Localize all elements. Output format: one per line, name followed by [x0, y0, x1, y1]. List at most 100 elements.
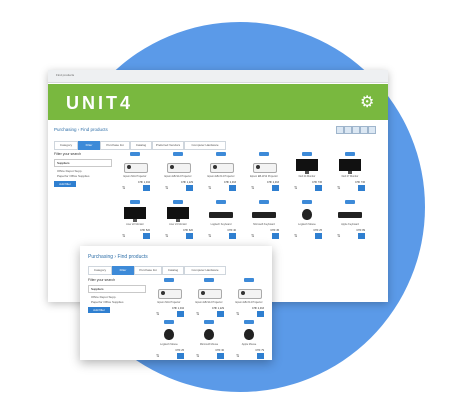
- tab-filter[interactable]: Filter: [78, 141, 100, 150]
- supplier-option[interactable]: Paperfor Office Supplies: [57, 174, 90, 178]
- add-filter-button[interactable]: Add filter: [54, 181, 76, 187]
- quantity-stepper[interactable]: ⇅: [122, 233, 126, 238]
- quantity-stepper[interactable]: ⇅: [251, 233, 255, 238]
- add-to-cart-button[interactable]: [257, 353, 264, 359]
- add-to-cart-button[interactable]: [272, 233, 279, 239]
- product-name[interactable]: Logitech Keyboard: [210, 223, 232, 226]
- product-image[interactable]: [236, 326, 262, 342]
- product-image[interactable]: [337, 206, 363, 222]
- category-select[interactable]: Computer Hardware: [184, 141, 226, 150]
- product-name[interactable]: Epson EB-X14 Projector: [207, 175, 235, 178]
- quantity-stepper[interactable]: ⇅: [156, 353, 160, 358]
- quantity-stepper[interactable]: ⇅: [236, 311, 240, 316]
- compare-icon[interactable]: [244, 320, 254, 324]
- compare-icon[interactable]: [244, 278, 254, 282]
- tab-purchase-list[interactable]: Purchase list: [134, 266, 162, 275]
- supplier-select[interactable]: Suppliers: [54, 159, 112, 167]
- product-name[interactable]: Microsoft Keyboard: [253, 223, 275, 226]
- add-to-cart-button[interactable]: [217, 353, 224, 359]
- tab-category[interactable]: Category: [88, 266, 112, 275]
- quantity-stepper[interactable]: ⇅: [165, 185, 169, 190]
- list-view-icon[interactable]: [344, 126, 352, 134]
- quantity-stepper[interactable]: ⇅: [337, 233, 341, 238]
- supplier-option[interactable]: Paperfor Office Supplies: [91, 300, 124, 304]
- product-image[interactable]: [122, 158, 148, 174]
- compare-icon[interactable]: [164, 320, 174, 324]
- add-filter-button[interactable]: Add filter: [88, 307, 110, 313]
- add-to-cart-button[interactable]: [217, 311, 224, 317]
- quantity-stepper[interactable]: ⇅: [294, 233, 298, 238]
- cart-icon[interactable]: [352, 126, 360, 134]
- compare-icon[interactable]: [345, 152, 355, 156]
- supplier-option[interactable]: Office Depot Supp.: [91, 295, 117, 299]
- add-to-cart-button[interactable]: [143, 185, 150, 191]
- compare-icon[interactable]: [204, 278, 214, 282]
- add-to-cart-button[interactable]: [315, 185, 322, 191]
- product-image[interactable]: [165, 158, 191, 174]
- product-image[interactable]: [337, 158, 363, 174]
- compare-icon[interactable]: [130, 152, 140, 156]
- product-image[interactable]: [208, 158, 234, 174]
- quantity-stepper[interactable]: ⇅: [156, 311, 160, 316]
- compare-icon[interactable]: [259, 152, 269, 156]
- add-to-cart-button[interactable]: [257, 311, 264, 317]
- quantity-stepper[interactable]: ⇅: [165, 233, 169, 238]
- product-name[interactable]: Epson EB-S12 Projector: [164, 175, 192, 178]
- product-name[interactable]: Epson EB-S12 Projector: [195, 301, 223, 304]
- add-to-cart-button[interactable]: [177, 311, 184, 317]
- quantity-stepper[interactable]: ⇅: [122, 185, 126, 190]
- product-image[interactable]: [208, 206, 234, 222]
- product-name[interactable]: Epson Mini Projector: [123, 175, 147, 178]
- add-to-cart-button[interactable]: [186, 185, 193, 191]
- product-name[interactable]: Epson EB-X14 Projector: [235, 301, 263, 304]
- compare-icon[interactable]: [216, 200, 226, 204]
- product-image[interactable]: [156, 326, 182, 342]
- add-to-cart-button[interactable]: [272, 185, 279, 191]
- product-name[interactable]: Dell 24 Monitor: [298, 175, 316, 178]
- add-to-cart-button[interactable]: [229, 233, 236, 239]
- quantity-stepper[interactable]: ⇅: [208, 185, 212, 190]
- product-name[interactable]: Logitech Mouse: [160, 343, 178, 346]
- compare-icon[interactable]: [259, 200, 269, 204]
- product-name[interactable]: Epson EB-W12 Projector: [250, 175, 278, 178]
- product-name[interactable]: Acer 22 Monitor: [126, 223, 144, 226]
- compare-icon[interactable]: [130, 200, 140, 204]
- product-image[interactable]: [294, 206, 320, 222]
- product-name[interactable]: Logitech Mouse: [298, 223, 316, 226]
- browser-tab[interactable]: Find products: [56, 73, 75, 77]
- tab-category[interactable]: Category: [54, 141, 78, 150]
- product-name[interactable]: Apple Mouse: [241, 343, 257, 346]
- grid-view-icon[interactable]: [336, 126, 344, 134]
- quantity-stepper[interactable]: ⇅: [251, 185, 255, 190]
- product-image[interactable]: [251, 158, 277, 174]
- compare-icon[interactable]: [345, 200, 355, 204]
- tab-preferred-vendors[interactable]: Preferred Vendors: [152, 141, 184, 150]
- compare-icon[interactable]: [173, 152, 183, 156]
- product-name[interactable]: Epson Mini Projector: [157, 301, 181, 304]
- settings-icon[interactable]: [360, 126, 368, 134]
- tab-catalog[interactable]: Catalog: [130, 141, 152, 150]
- product-image[interactable]: [251, 206, 277, 222]
- supplier-select[interactable]: Suppliers: [88, 285, 146, 293]
- product-image[interactable]: [156, 284, 182, 300]
- add-to-cart-button[interactable]: [358, 233, 365, 239]
- quantity-stepper[interactable]: ⇅: [196, 311, 200, 316]
- product-image[interactable]: [236, 284, 262, 300]
- breadcrumb[interactable]: Purchasing › Find products: [54, 127, 108, 132]
- tab-purchase-list[interactable]: Purchase list: [100, 141, 130, 150]
- quantity-stepper[interactable]: ⇅: [294, 185, 298, 190]
- tab-catalog[interactable]: Catalog: [162, 266, 184, 275]
